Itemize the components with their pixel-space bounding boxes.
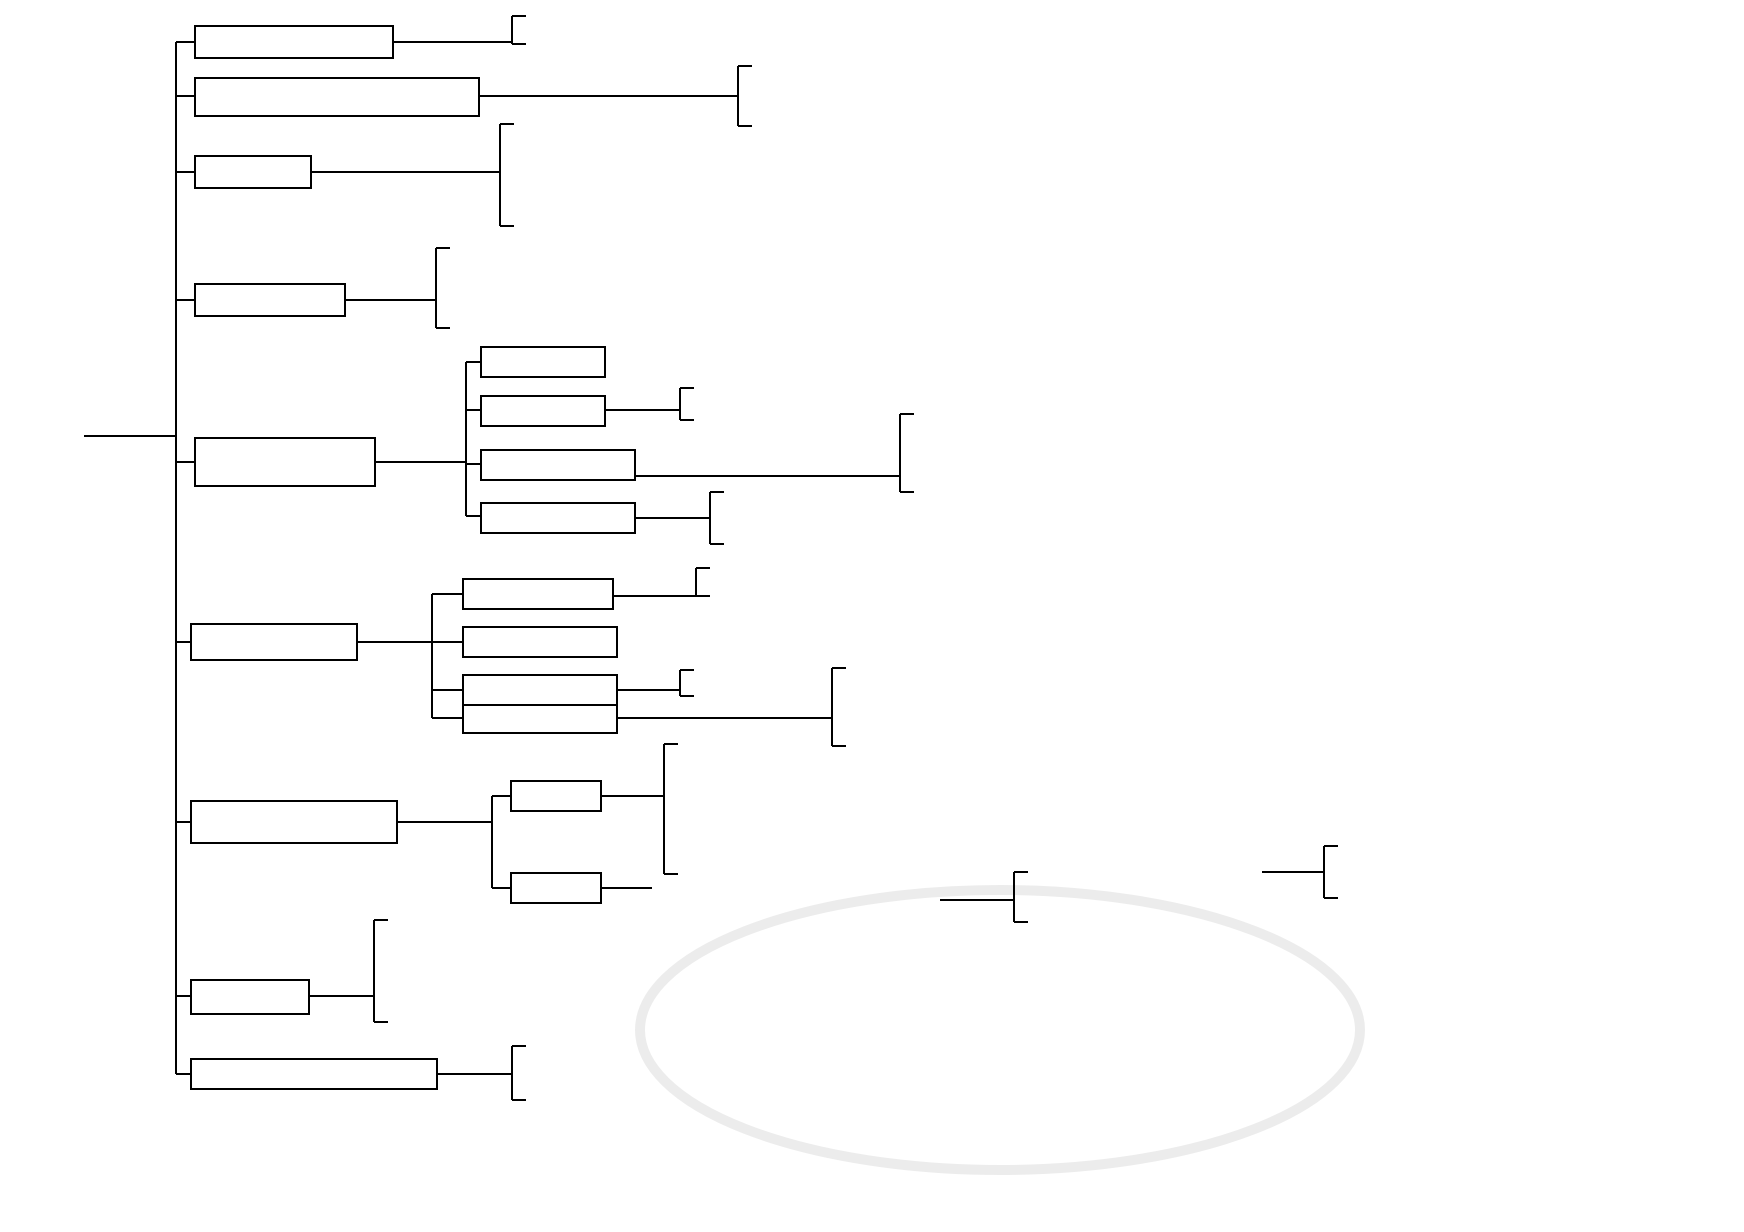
- branch-box: [194, 283, 346, 317]
- branch-box: [190, 800, 398, 844]
- subtopic-box: [462, 626, 618, 658]
- branch-box: [190, 979, 310, 1015]
- subtopic-box: [510, 872, 602, 904]
- branch-box: [194, 25, 394, 59]
- branch-box: [194, 155, 312, 189]
- subtopic-box: [480, 346, 606, 378]
- branch-box: [194, 437, 376, 487]
- branch-box: [190, 1058, 438, 1090]
- subtopic-box: [462, 704, 618, 734]
- branch-box: [190, 623, 358, 661]
- subtopic-box: [462, 674, 618, 706]
- subtopic-box: [510, 780, 602, 812]
- subtopic-box: [480, 395, 606, 427]
- subtopic-box: [462, 578, 614, 610]
- subtopic-box: [480, 449, 636, 481]
- branch-box: [194, 77, 480, 117]
- subtopic-box: [480, 502, 636, 534]
